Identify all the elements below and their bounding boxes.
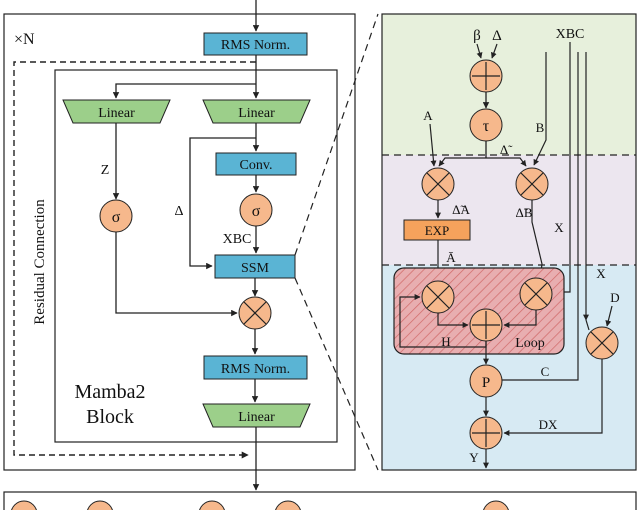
- multiply-node-b: [515, 167, 549, 201]
- d-arrow: [605, 305, 613, 327]
- plus-node-top: [469, 59, 503, 93]
- label-h: H: [441, 334, 450, 349]
- split-left: [112, 83, 256, 99]
- xbc-line-x: [495, 52, 579, 383]
- label-x2: X: [596, 266, 606, 281]
- left-panel: ×N Residual Connection Mamba2 Block RMS …: [3, 0, 356, 491]
- linear-left-label: Linear: [98, 106, 135, 121]
- linear-right: [202, 99, 311, 124]
- zoom-line-top: [294, 13, 379, 256]
- legend-strip: [3, 491, 637, 510]
- linear-right-label: Linear: [238, 106, 275, 121]
- multiply-node-left: [238, 296, 272, 330]
- repeat-label: ×N: [14, 31, 35, 48]
- block-title-2: Block: [86, 406, 134, 428]
- panel-mid-region: [382, 155, 636, 265]
- zoom-line-bottom: [294, 277, 379, 471]
- label-c: C: [541, 364, 550, 379]
- label-x1: X: [554, 220, 564, 235]
- plus-node-loop: [469, 308, 503, 342]
- multiply-node-loop-right: [519, 277, 553, 311]
- legend-node-5: [483, 500, 509, 510]
- panel-top-region: [382, 14, 636, 155]
- rms-norm-top-label: RMS Norm.: [221, 38, 290, 53]
- plus-node-out: [469, 416, 503, 450]
- label-a-input: A: [423, 108, 433, 123]
- residual-path: [13, 61, 256, 459]
- legend-frame: [3, 491, 637, 510]
- label-b: B: [536, 120, 545, 135]
- linear-left: [62, 99, 171, 124]
- legend-node-3: [199, 500, 225, 510]
- repeat-frame: [3, 13, 356, 471]
- exp-label: EXP: [425, 223, 450, 238]
- multiply-node-loop-left: [421, 280, 455, 314]
- loop-left-to-plus: [437, 313, 469, 328]
- conv-label: Conv.: [240, 158, 273, 173]
- label-dx: DX: [539, 417, 558, 432]
- beta-arrow: [476, 43, 483, 59]
- exp-box: [403, 219, 471, 241]
- x-to-d: [585, 319, 590, 331]
- ssm-label: SSM: [241, 261, 270, 276]
- input-delta: Δ: [492, 28, 502, 44]
- panel-border: [381, 13, 637, 471]
- delta-arrow: [490, 43, 498, 59]
- multiply-node-d: [585, 326, 619, 360]
- mamba2-block-frame: [54, 69, 338, 443]
- delta-path: [189, 137, 256, 270]
- tau-to-mult-b: [486, 157, 527, 167]
- p-label: P: [482, 375, 490, 391]
- label-delta: Δ: [174, 204, 183, 219]
- linear-bottom-label: Linear: [238, 410, 275, 425]
- label-xbc-left: XBC: [223, 232, 252, 247]
- legend-node-1: [11, 500, 37, 510]
- a-input-arrow: [429, 123, 437, 167]
- label-delta-tilde-a: Δ̃A: [452, 202, 470, 217]
- loop-right-to-plus: [503, 310, 537, 328]
- linear-bottom: [202, 403, 311, 428]
- sigma-right: σ: [252, 203, 261, 220]
- legend-node-2: [87, 500, 113, 510]
- dx-line: [503, 359, 603, 436]
- legend-node-4: [275, 500, 301, 510]
- input-xbc: XBC: [556, 27, 585, 42]
- block-title-1: Mamba2: [74, 381, 145, 403]
- right-panel: β Δ XBC τ Δ̃ B A: [381, 13, 637, 471]
- tau-label: τ: [483, 118, 490, 135]
- tau-to-mult-a: [438, 157, 486, 167]
- label-a-bar: Ā: [446, 250, 456, 265]
- residual-label: Residual Connection: [32, 199, 48, 325]
- rms-norm-bottom-label: RMS Norm.: [221, 362, 290, 377]
- z-to-mult: [115, 232, 238, 317]
- multiply-node-a: [421, 167, 455, 201]
- sigma-left: σ: [112, 209, 121, 226]
- input-beta: β: [473, 28, 481, 44]
- label-y: Y: [469, 450, 479, 465]
- label-delta-tilde-b: Δ̃B: [515, 205, 532, 220]
- b-line: [533, 52, 547, 166]
- label-z: Z: [101, 163, 110, 178]
- label-d: D: [610, 290, 619, 305]
- loop-label: Loop: [515, 336, 545, 351]
